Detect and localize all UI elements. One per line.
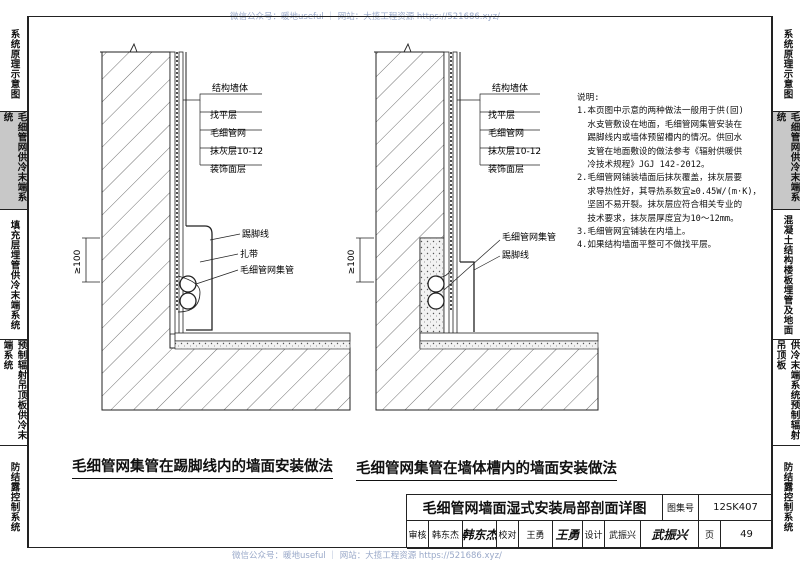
- note-line: 支管在地面敷设的做法参考《辐射供暖供: [577, 146, 743, 157]
- right-plaster-layer: [452, 51, 458, 335]
- right-sidebar-item-principle[interactable]: 系统原理示意图: [773, 16, 800, 112]
- right-floor-screed: [419, 340, 599, 350]
- page-number: 49: [721, 521, 773, 549]
- atlas-number: 12SK407: [699, 495, 773, 521]
- left-floor-screed: [174, 340, 351, 350]
- note-line: 踢脚线内或墙体预留槽内的情况。供回水: [577, 133, 743, 144]
- left-sidebar-item-capillary[interactable]: 毛细管网供冷末端系统: [0, 112, 27, 210]
- right-sidebar-item-concrete[interactable]: 混凝土结构楼板埋管及地面: [773, 210, 800, 340]
- sheet-title: 毛细管网墙面湿式安装局部剖面详图: [407, 495, 663, 521]
- right-sidebar-item-capillary[interactable]: 毛细管网供冷末端系统: [773, 112, 800, 210]
- right-layer-label: 装饰面层: [488, 163, 524, 175]
- left-sidebar: 系统原理示意图 毛细管网供冷末端系统 填充层埋管供冷末端系统 预制辐射吊顶板供冷…: [0, 16, 28, 548]
- left-header-pipe: [179, 292, 197, 310]
- left-sidebar-item-label: 防结露控制系统: [8, 462, 20, 532]
- note-line: 求导热性好，其导热系数宜≥0.45W/(m·K)，: [577, 186, 762, 197]
- reviewer-name: 韩东杰: [429, 521, 463, 549]
- checker-name: 王勇: [519, 521, 553, 549]
- left-sidebar-item-anticondensation[interactable]: 防结露控制系统: [0, 446, 27, 548]
- page-label: 页: [699, 521, 721, 549]
- right-dimension-label: ≥100: [347, 249, 357, 274]
- watermark-top: 微信公众号：暖地useful ｜ 网站：大揽工程资源 https://52168…: [230, 12, 500, 22]
- drawing-frame: [28, 16, 772, 548]
- left-sidebar-item-ceiling[interactable]: 预制辐射吊顶板供冷末端系统: [0, 340, 27, 446]
- left-section-drawing: ≥100 结构墙体 找平层 毛细管网 抹灰层10-12 装饰面层 踢脚线 扎带 …: [73, 42, 351, 411]
- right-sidebar-item-label: 混凝土结构楼板埋管及地面: [781, 214, 793, 335]
- left-layer-label: 抹灰层10-12: [210, 145, 263, 157]
- designer-name: 武振兴: [605, 521, 641, 549]
- watermark-bottom: 微信公众号：暖地useful ｜ 网站：大揽工程资源 https://52168…: [232, 551, 502, 561]
- left-drawing-title: 毛细管网集管在踢脚线内的墙面安装做法: [72, 455, 333, 479]
- left-callout: 毛细管网集管: [240, 264, 294, 276]
- right-layer-label: 抹灰层10-12: [488, 145, 541, 157]
- note-line: 4.如果结构墙面平整可不做找平层。: [577, 240, 717, 251]
- left-callout: 踢脚线: [242, 228, 269, 240]
- right-callout: 毛细管网集管: [502, 231, 556, 243]
- left-leveling-layer: [169, 51, 176, 335]
- right-drawing-title: 毛细管网集管在墙体槽内的墙面安装做法: [356, 457, 617, 481]
- right-sidebar-item-ceiling[interactable]: 供冷末端系统预制辐射吊顶板: [773, 340, 800, 446]
- left-dimension-label: ≥100: [73, 249, 83, 274]
- note-line: 水支管敷设在地面，毛细管网集管安装在: [577, 119, 743, 130]
- note-line: 坚固不易开裂。抹灰层应符合相关专业的: [577, 200, 743, 211]
- checker-signature: 王勇: [553, 521, 583, 549]
- note-line: 技术要求，抹灰层厚度宜为10～12mm。: [577, 213, 739, 224]
- right-structural-wall: [375, 51, 599, 411]
- left-layer-label: 结构墙体: [212, 82, 248, 94]
- right-skirting: [460, 261, 475, 332]
- atlas-label: 图集号: [663, 495, 699, 521]
- note-line: 1.本页图中示意的两种做法一般用于供(回): [577, 106, 744, 117]
- right-layer-label: 结构墙体: [492, 82, 528, 94]
- left-sidebar-item-label: 预制辐射吊顶板供冷末端系统: [1, 340, 27, 440]
- left-sidebar-item-label: 毛细管网供冷末端系统: [1, 112, 27, 202]
- left-callout: 扎带: [240, 248, 258, 260]
- right-callout: 踢脚线: [502, 249, 529, 261]
- left-layer-label: 毛细管网: [210, 127, 246, 139]
- right-header-pipe: [427, 275, 445, 293]
- left-sidebar-item-filling[interactable]: 填充层埋管供冷末端系统: [0, 210, 27, 340]
- right-layer-label: 毛细管网: [488, 127, 524, 139]
- left-sidebar-item-label: 填充层埋管供冷末端系统: [8, 219, 20, 330]
- right-sidebar-item-label: 防结露控制系统: [781, 462, 793, 532]
- reviewer-signature: 韩东杰: [463, 521, 497, 549]
- review-label: 审核: [407, 521, 429, 549]
- notes-block: 说明: 1.本页图中示意的两种做法一般用于供(回) 水支管敷设在地面，毛细管网集…: [577, 92, 767, 253]
- left-header-pipe: [179, 275, 197, 293]
- design-label: 设计: [583, 521, 605, 549]
- check-label: 校对: [497, 521, 519, 549]
- designer-signature: 武振兴: [641, 521, 699, 549]
- left-sidebar-item-label: 系统原理示意图: [8, 28, 20, 99]
- right-header-pipe: [427, 292, 445, 310]
- left-floor-finish: [174, 332, 351, 342]
- note-line: 3.毛细管网宜铺装在内墙上。: [577, 227, 691, 238]
- left-layer-label: 装饰面层: [210, 163, 246, 175]
- left-sidebar-item-principle[interactable]: 系统原理示意图: [0, 16, 27, 112]
- right-sidebar: 系统原理示意图 毛细管网供冷末端系统 混凝土结构楼板埋管及地面 供冷末端系统预制…: [772, 16, 800, 548]
- left-skirting: [186, 225, 213, 331]
- left-tie-strap: [177, 275, 201, 313]
- notes-heading: 说明:: [577, 93, 600, 103]
- left-structural-wall: [101, 51, 351, 411]
- right-sidebar-item-anticondensation[interactable]: 防结露控制系统: [773, 446, 800, 548]
- right-layer-label: 找平层: [488, 109, 515, 121]
- note-line: 冷技术规程》JGJ 142-2012。: [577, 160, 710, 171]
- right-sidebar-item-label: 毛细管网供冷末端系统: [774, 112, 800, 202]
- right-floor-finish: [419, 332, 599, 342]
- note-line: 2.毛细管网铺装墙面后抹灰覆盖，抹灰层要: [577, 173, 743, 184]
- right-sidebar-item-label: 系统原理示意图: [781, 28, 793, 99]
- left-layer-label: 找平层: [210, 109, 237, 121]
- left-plaster-layer: [178, 51, 184, 335]
- right-sidebar-item-label: 供冷末端系统预制辐射吊顶板: [774, 340, 800, 440]
- right-section-drawing: ≥100 结构墙体 找平层 毛细管网 抹灰层10-12 装饰面层 毛细管网集管 …: [347, 42, 599, 411]
- right-leveling-layer: [443, 51, 450, 335]
- title-block: 毛细管网墙面湿式安装局部剖面详图 图集号 12SK407 审核 韩东杰 韩东杰 …: [406, 494, 773, 549]
